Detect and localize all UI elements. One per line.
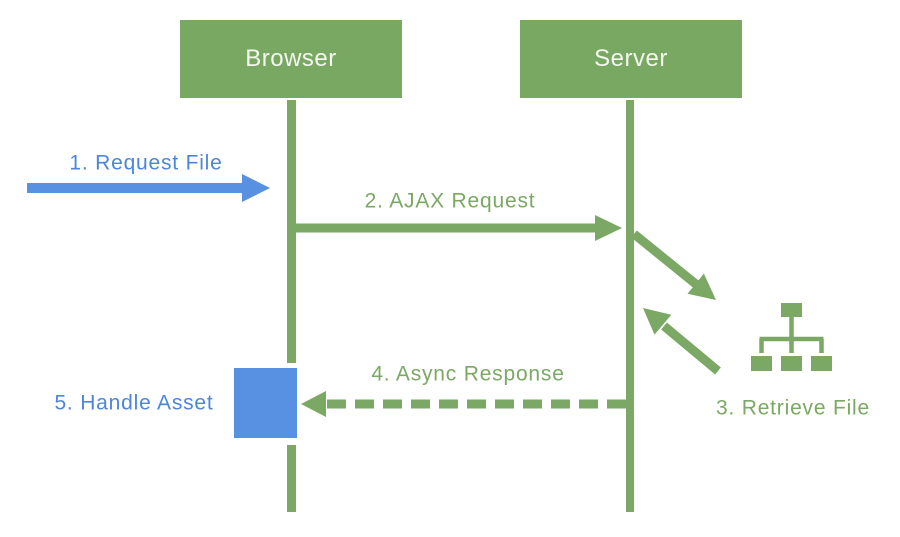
- server-lifeline: [626, 100, 634, 512]
- sitemap-icon-leaf-node: [751, 356, 772, 371]
- actor-box-server: Server: [520, 20, 742, 98]
- actor-label-browser: Browser: [245, 45, 337, 72]
- browser-lifeline: [287, 100, 296, 363]
- handle-asset-activation-bar: [234, 368, 297, 438]
- retrieve-request-arrow-shaft: [631, 230, 700, 289]
- request-file-arrow-head: [242, 174, 270, 202]
- async-response-arrow: [301, 391, 626, 417]
- retrieve-return-arrow: [643, 308, 721, 375]
- async-response-arrow-head: [301, 391, 326, 417]
- sitemap-icon-leaf-node: [781, 356, 802, 371]
- step-label-request-file: 1. Request File: [69, 151, 223, 175]
- sitemap-icon-leaf-node: [811, 356, 832, 371]
- ajax-request-arrow-head: [595, 215, 622, 241]
- retrieve-request-arrow: [631, 230, 716, 300]
- browser-lifeline-lower: [287, 445, 296, 512]
- retrieve-return-arrow-shaft: [661, 322, 721, 375]
- actor-box-browser: Browser: [180, 20, 402, 98]
- request-file-arrow: [27, 174, 270, 202]
- sitemap-icon: [751, 303, 832, 371]
- retrieve-return-arrow-head: [643, 308, 672, 335]
- step-label-ajax-request: 2. AJAX Request: [364, 189, 536, 213]
- sitemap-icon-connectors: [759, 317, 824, 353]
- ajax-request-arrow: [296, 215, 622, 241]
- step-label-async-response: 4. Async Response: [371, 362, 565, 386]
- step-label-handle-asset: 5. Handle Asset: [54, 391, 214, 415]
- actor-label-server: Server: [594, 45, 668, 72]
- step-label-retrieve-file: 3. Retrieve File: [715, 396, 871, 420]
- retrieve-request-arrow-head: [687, 273, 716, 300]
- sitemap-icon-root-node: [781, 303, 802, 317]
